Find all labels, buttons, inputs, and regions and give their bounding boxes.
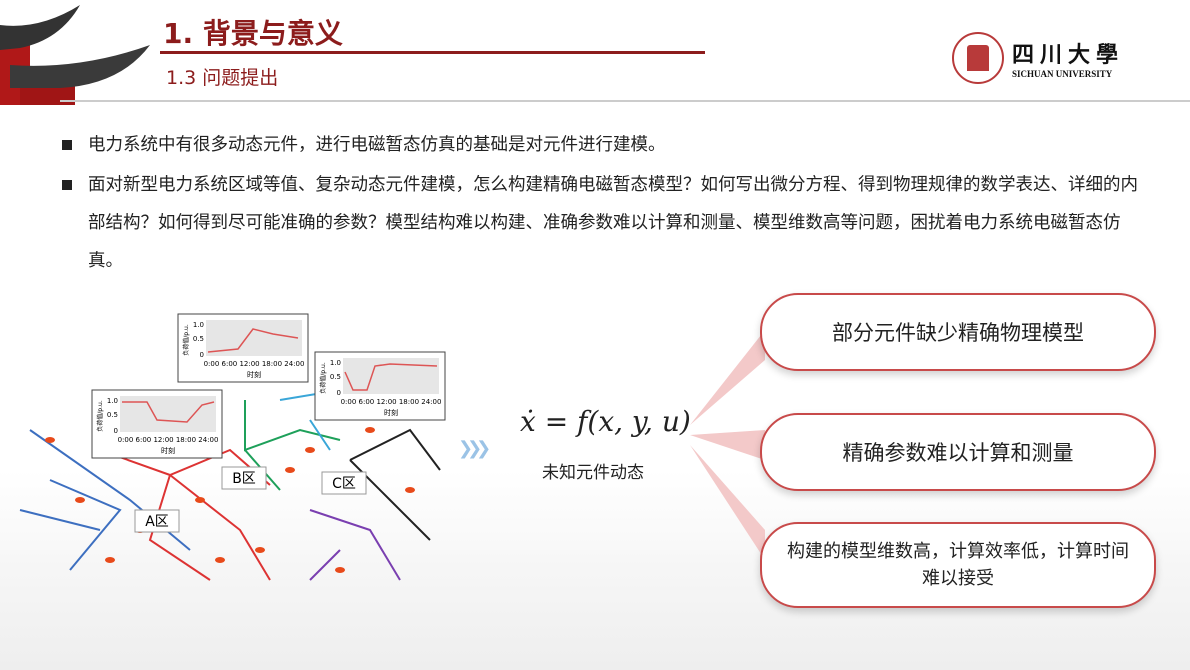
region-label-b: B区 — [232, 471, 256, 487]
bullet-square-icon — [62, 140, 72, 150]
svg-text:0:00 6:00 12:00 18:00 24:00: 0:00 6:00 12:00 18:00 24:00 — [341, 398, 442, 406]
university-seal-icon — [952, 32, 1004, 84]
logo-name-en: SICHUAN UNIVERSITY — [1012, 69, 1113, 79]
svg-text:0:00 6:00 12:00 18:00 24:00: 0:00 6:00 12:00 18:00 24:00 — [204, 360, 305, 368]
load-curve-chart: 负荷值/p.u. 1.0 0.5 0 0:00 6:00 12:00 18:00… — [177, 313, 309, 383]
bullet-item: 面对新型电力系统区域等值、复杂动态元件建模，怎么构建精确电磁暂态模型？如何写出微… — [62, 166, 1152, 280]
chart-ylabel: 负荷值/p.u. — [182, 324, 190, 356]
region-label-a: A区 — [145, 514, 169, 530]
formula-label: 未知元件动态 — [542, 463, 644, 483]
load-curve-chart: 负荷值/p.u. 1.0 0.5 0 0:00 6:00 12:00 18:00… — [91, 389, 223, 459]
bullet-square-icon — [62, 180, 72, 190]
callout-box: 部分元件缺少精确物理模型 — [760, 293, 1156, 371]
differential-equation: ẋ = f(x, y, u) — [520, 405, 691, 438]
university-logo: 四川大學 SICHUAN UNIVERSITY — [952, 32, 1124, 84]
svg-text:0.5: 0.5 — [330, 373, 341, 381]
power-network-figure: A区 B区 C区 负荷值/p.u. 1.0 0.5 0 0:00 6:00 12… — [19, 313, 446, 581]
svg-text:时刻: 时刻 — [161, 446, 175, 455]
logo-name-cn: 四川大學 — [1012, 42, 1125, 68]
svg-text:0.5: 0.5 — [107, 411, 118, 419]
svg-text:0: 0 — [114, 427, 118, 435]
svg-text:1.0: 1.0 — [107, 397, 118, 405]
svg-text:时刻: 时刻 — [384, 408, 398, 417]
callout-box: 构建的模型维数高，计算效率低，计算时间难以接受 — [760, 522, 1156, 608]
callout-pointers — [690, 330, 765, 560]
load-curve-chart: 负荷值/p.u. 1.0 0.5 0 0:00 6:00 12:00 18:00… — [314, 351, 446, 421]
page-title: 1. 背景与意义 — [163, 17, 343, 50]
svg-text:0: 0 — [200, 351, 204, 359]
chart-ylabel: 负荷值/p.u. — [319, 362, 327, 394]
svg-text:1.0: 1.0 — [330, 359, 341, 367]
bullet-item: 电力系统中有很多动态元件，进行电磁暂态仿真的基础是对元件进行建模。 — [62, 126, 1142, 164]
section-subtitle: 1.3 问题提出 — [166, 67, 279, 89]
header-divider — [60, 100, 1190, 102]
callout-box: 精确参数难以计算和测量 — [760, 413, 1156, 491]
svg-text:1.0: 1.0 — [193, 321, 204, 329]
svg-text:0.5: 0.5 — [193, 335, 204, 343]
region-label-c: C区 — [332, 476, 356, 492]
title-divider — [160, 51, 705, 54]
pavilion-roof-image — [0, 5, 150, 105]
svg-text:0: 0 — [337, 389, 341, 397]
chevron-right-icon: ❯❯❯ — [458, 438, 491, 459]
svg-text:0:00 6:00 12:00 18:00 24:00: 0:00 6:00 12:00 18:00 24:00 — [118, 436, 219, 444]
chart-ylabel: 负荷值/p.u. — [96, 400, 104, 432]
svg-text:时刻: 时刻 — [247, 370, 261, 379]
